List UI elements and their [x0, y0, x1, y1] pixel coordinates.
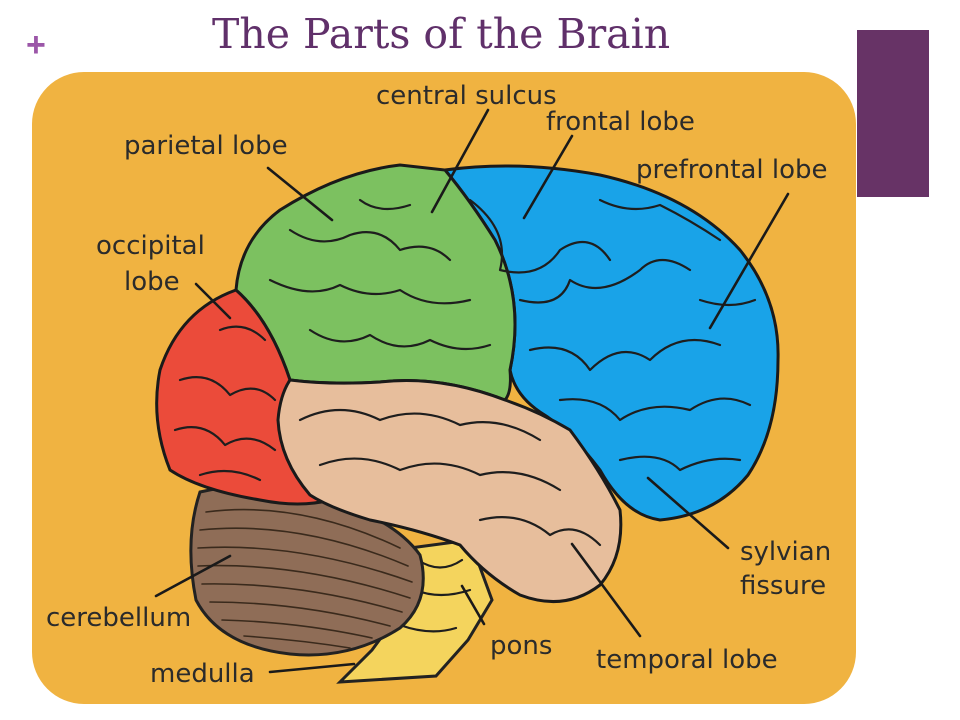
- cerebellum-folia: [197, 508, 413, 649]
- label-temporal-lobe: temporal lobe: [596, 645, 778, 675]
- label-pons: pons: [490, 631, 552, 661]
- label-prefrontal-lobe: prefrontal lobe: [636, 155, 828, 185]
- leader-occipital-lobe: [194, 282, 232, 320]
- accent-bar: [857, 30, 929, 197]
- label-cerebellum: cerebellum: [46, 603, 191, 633]
- leader-sylvian-fissure: [646, 476, 730, 550]
- leader-pons: [460, 584, 486, 626]
- parietal-folds: [268, 198, 492, 351]
- occipital-folds: [173, 325, 277, 482]
- label-occipital-line1: occipital: [96, 231, 205, 261]
- leader-central-sulcus: [430, 108, 490, 214]
- label-sylvian-line1: sylvian: [740, 537, 831, 567]
- label-frontal-lobe: frontal lobe: [546, 107, 695, 137]
- temporal-folds: [298, 408, 602, 547]
- leader-parietal-lobe: [266, 166, 334, 222]
- label-parietal-lobe: parietal lobe: [124, 131, 288, 161]
- slide-title: The Parts of the Brain: [212, 10, 671, 58]
- leader-cerebellum: [154, 554, 232, 598]
- leader-medulla: [268, 662, 356, 674]
- leader-lines: [154, 108, 790, 674]
- plus-icon: +: [26, 26, 46, 64]
- label-occipital-line2: lobe: [124, 267, 180, 297]
- leader-frontal-lobe: [522, 134, 574, 220]
- leader-prefrontal-lobe: [708, 192, 790, 330]
- label-medulla: medulla: [150, 659, 255, 689]
- label-sylvian-line2: fissure: [740, 571, 826, 601]
- leader-temporal-lobe: [570, 542, 642, 638]
- label-central-sulcus: central sulcus: [376, 81, 557, 111]
- frontal-folds: [468, 198, 757, 472]
- temporal-region: [276, 378, 623, 604]
